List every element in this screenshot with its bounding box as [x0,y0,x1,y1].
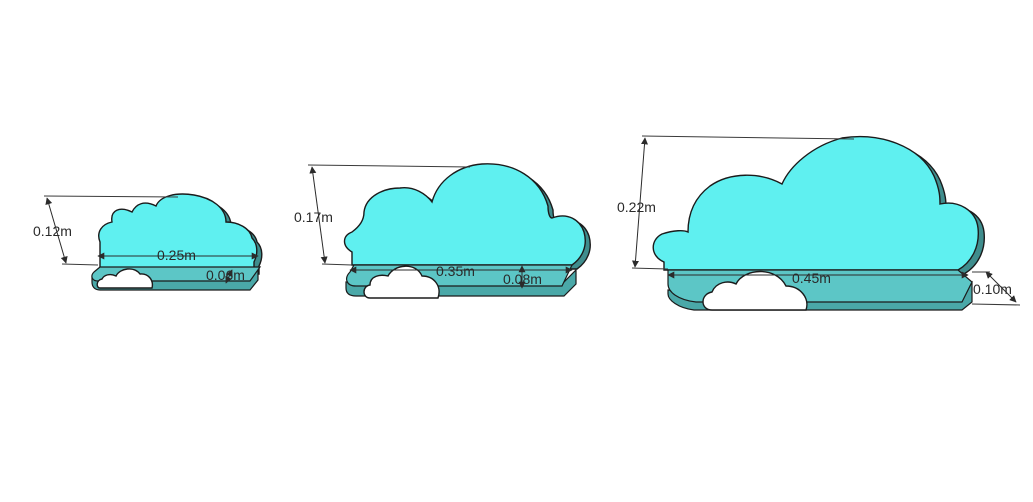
height-dimension-medium [309,166,328,264]
height-dimension-small [45,197,68,264]
medium-cloud-face [343,163,586,266]
dimensions-small: 0.12m 0.25m 0.06m [33,195,259,284]
height-label-large: 0.22m [617,199,656,215]
depth-label-large: 0.10m [973,281,1012,297]
shelf-large [652,135,985,311]
medium-white-cloud [363,265,440,299]
width-label-medium: 0.35m [436,263,475,279]
width-label-large: 0.45m [792,270,831,286]
height-label-small: 0.12m [33,223,72,239]
depth-dimension-large [985,271,1017,303]
large-white-cloud [702,270,808,311]
depth-dimension-small [225,269,233,284]
height-dimension-large [631,137,649,268]
dimensions-large: 0.22m 0.45m 0.10m [617,135,1021,306]
depth-label-small: 0.06m [206,267,245,283]
large-cloud-face [652,135,979,271]
small-white-cloud [96,268,154,289]
shelf-medium [343,163,591,299]
height-label-medium: 0.17m [294,209,333,225]
dimensions-medium: 0.17m 0.35m 0.08m [294,164,573,289]
depth-label-medium: 0.08m [503,271,542,287]
small-cloud-face [98,193,258,271]
width-label-small: 0.25m [157,247,196,263]
